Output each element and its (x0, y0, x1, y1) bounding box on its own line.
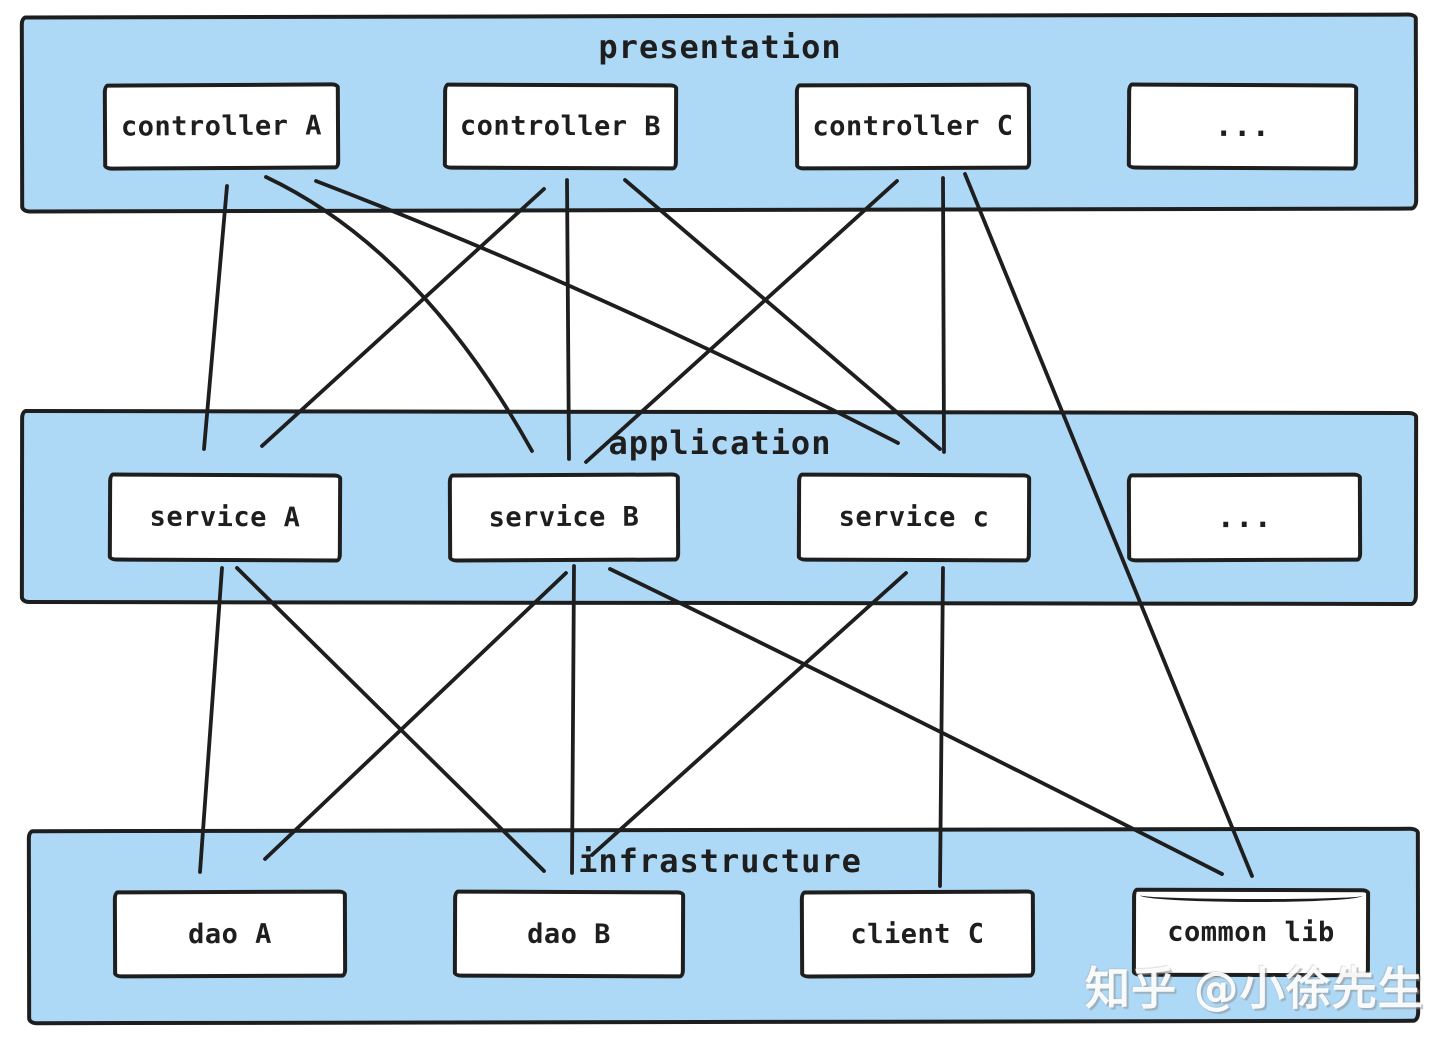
node-controller-b: controller B (442, 82, 679, 171)
node-common-lib-label: common lib (1167, 916, 1335, 949)
edge-controller-b-to-service-a (260, 187, 546, 448)
node-presentation-etc: ... (1126, 82, 1359, 171)
node-service-a: service A (107, 472, 343, 563)
node-dao-a: dao A (112, 889, 348, 979)
node-presentation-etc-label: ... (1214, 108, 1271, 145)
edge-controller-a-to-service-a (202, 184, 229, 451)
edge-controller-a-to-service-b (264, 175, 534, 453)
node-controller-a: controller A (102, 82, 341, 171)
edge-service-a-to-dao-a (198, 566, 224, 874)
edge-service-c-to-client-c (938, 566, 945, 888)
layer-title-infrastructure: infrastructure (578, 842, 862, 880)
node-service-b: service B (447, 472, 681, 563)
layer-title-presentation: presentation (598, 28, 842, 66)
edge-controller-c-to-service-c (941, 176, 946, 454)
node-controller-b-label: controller B (459, 110, 662, 143)
node-dao-b-label: dao B (527, 918, 611, 950)
layer-title-application: application (608, 424, 832, 462)
edge-service-c-to-dao-b (590, 571, 908, 857)
node-controller-c-label: controller C (812, 110, 1014, 143)
edge-controller-c-to-common-lib (963, 172, 1254, 878)
edge-service-b-to-dao-b (570, 564, 576, 875)
node-client-c-label: client C (850, 918, 985, 950)
node-service-c: service c (796, 472, 1032, 563)
edge-service-b-to-dao-a (263, 571, 568, 861)
watermark-text: 知乎 @小徐先生 (1085, 962, 1424, 1015)
node-application-etc-label: ... (1216, 499, 1273, 536)
node-client-c: client C (799, 889, 1036, 979)
common-lib-top-arc-decoration (1140, 888, 1363, 903)
node-dao-a-label: dao A (188, 918, 272, 950)
node-controller-a-label: controller A (120, 110, 323, 143)
edge-controller-b-to-service-b (565, 178, 571, 461)
node-service-c-label: service c (838, 501, 990, 534)
node-service-b-label: service B (488, 501, 640, 534)
node-application-etc: ... (1126, 472, 1363, 563)
edge-controller-c-to-service-b (584, 179, 899, 464)
edge-service-a-to-dao-b (235, 566, 546, 873)
edge-controller-b-to-service-c (623, 178, 942, 451)
edge-controller-a-to-service-c (314, 179, 900, 445)
edge-service-b-to-common-lib (608, 567, 1224, 876)
node-service-a-label: service A (149, 501, 301, 534)
node-dao-b: dao B (452, 889, 686, 979)
node-controller-c: controller C (794, 82, 1032, 171)
